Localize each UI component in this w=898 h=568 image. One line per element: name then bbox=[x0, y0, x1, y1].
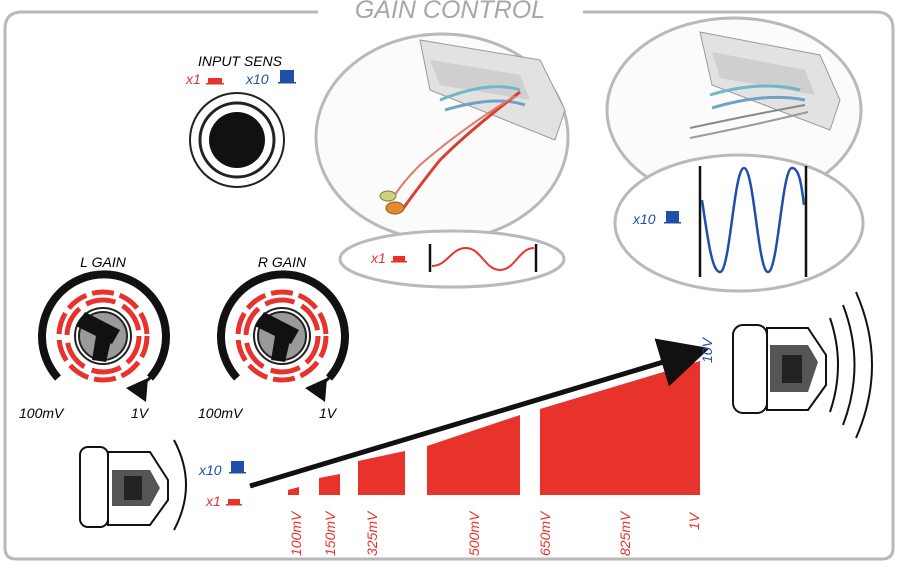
right-gain-control: R GAIN 100mV 1V bbox=[198, 254, 349, 421]
small-speaker-icon bbox=[79, 439, 187, 531]
ramp-bar-main bbox=[540, 361, 700, 495]
input-sens-label: INPUT SENS bbox=[198, 53, 283, 69]
wave-x10-label: x10 bbox=[632, 211, 656, 227]
ramp-step-label: 650mV bbox=[537, 510, 553, 556]
input-sens-x1-label: x1 bbox=[185, 71, 201, 87]
ramp-bar-100mv bbox=[288, 487, 299, 495]
wave-x1-label: x1 bbox=[370, 250, 386, 266]
left-gain-min-label: 100mV bbox=[19, 405, 65, 421]
x10-switch-icon bbox=[280, 70, 294, 83]
ramp-bar-325mv bbox=[358, 451, 405, 495]
x1-switch-icon bbox=[393, 256, 405, 262]
page-title: GAIN CONTROL bbox=[355, 0, 545, 24]
x1-waveform-panel: x1 bbox=[338, 229, 566, 289]
gain-ramp-arrow bbox=[249, 338, 710, 489]
input-sens-panel: INPUT SENS x1 x10 bbox=[185, 53, 296, 188]
ramp-bar-150mv bbox=[319, 474, 340, 495]
ramp-step-label: 325mV bbox=[364, 510, 380, 556]
ramp-x10-label: x10 bbox=[198, 462, 222, 478]
right-gain-max-label: 1V bbox=[319, 405, 338, 421]
x10-sine-wave bbox=[700, 166, 806, 274]
ramp-step-label: 100mV bbox=[288, 510, 304, 556]
x1-switch-icon bbox=[228, 499, 240, 505]
x10-switch-icon bbox=[666, 211, 679, 223]
ramp-step-label: 825mV bbox=[617, 510, 633, 556]
right-gain-label: R GAIN bbox=[258, 254, 307, 270]
right-gain-knob[interactable] bbox=[253, 307, 311, 365]
x10-switch-icon bbox=[231, 461, 244, 473]
ramp-step-label: 150mV bbox=[322, 510, 338, 556]
ramp-bars bbox=[288, 361, 700, 495]
right-gain-min-label: 100mV bbox=[198, 405, 244, 421]
left-gain-knob[interactable] bbox=[74, 307, 132, 365]
ramp-step-label: 1V bbox=[686, 511, 702, 530]
left-gain-control: L GAIN 100mV 1V bbox=[19, 254, 170, 421]
ramp-top-label: 10V bbox=[699, 336, 715, 363]
outer-frame bbox=[3, 10, 895, 561]
ramp-bar-500mv bbox=[427, 415, 520, 495]
rca-wiring-photo bbox=[314, 32, 570, 242]
ramp-x1-label: x1 bbox=[205, 493, 221, 509]
no-rca-wiring-photo bbox=[605, 16, 863, 204]
input-sens-knob[interactable] bbox=[189, 92, 285, 188]
input-sens-x10-label: x10 bbox=[245, 71, 269, 87]
x1-switch-icon bbox=[208, 78, 222, 84]
left-gain-label: L GAIN bbox=[80, 254, 127, 270]
x10-waveform-panel: x10 bbox=[613, 153, 865, 293]
left-gain-max-label: 1V bbox=[131, 405, 150, 421]
gain-ramp: x10 x1 10V 100mV 150mV 325mV 500mV 650mV… bbox=[198, 336, 715, 556]
ramp-step-label: 500mV bbox=[466, 510, 482, 556]
x1-sine-wave bbox=[431, 246, 535, 272]
large-speaker-icon bbox=[732, 291, 873, 439]
